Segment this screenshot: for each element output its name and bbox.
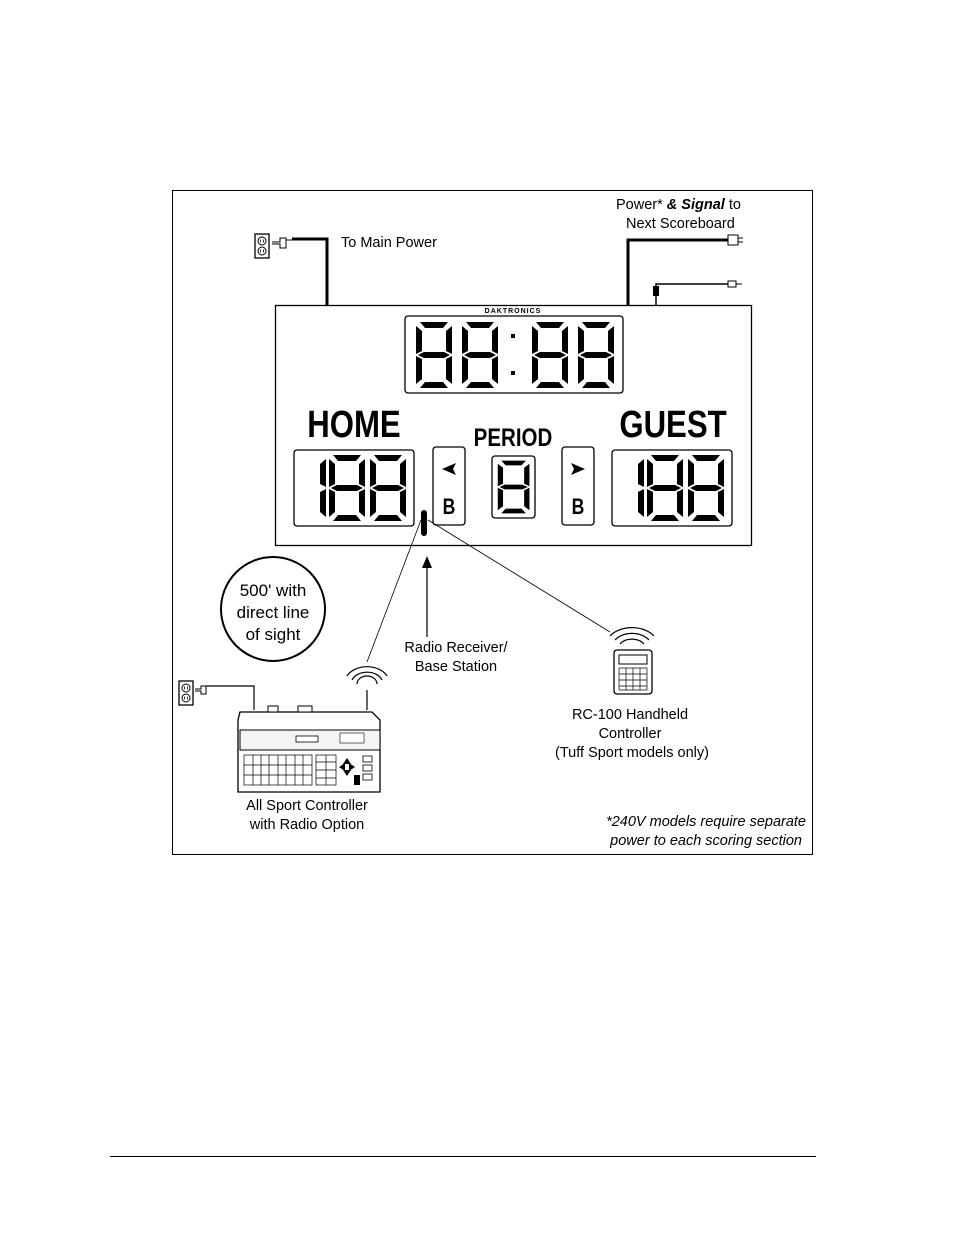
- controller-signal-icon: [346, 666, 388, 710]
- next-power-cord: [626, 238, 730, 305]
- home-score-display: [293, 449, 415, 527]
- period-label: PERIOD: [474, 423, 553, 451]
- controller-outlet-icon: [178, 680, 207, 706]
- handheld-label-line2: Controller: [599, 726, 662, 742]
- period-display: [491, 455, 536, 519]
- signal-cable: [655, 283, 730, 305]
- handheld-label-line1: RC-100 Handheld: [572, 707, 688, 723]
- range-line1: 500' with: [240, 581, 307, 600]
- guest-score-display: [611, 449, 733, 527]
- svg-text:B: B: [572, 495, 585, 519]
- radio-link-handheld: [427, 519, 611, 633]
- signal-connector-icon: [653, 280, 742, 296]
- guest-label: GUEST: [619, 404, 726, 446]
- clock-display: [404, 315, 624, 394]
- range-line2: direct line: [237, 603, 310, 622]
- next-power-plug-icon: [727, 234, 743, 246]
- receiver-antenna-icon: [421, 510, 427, 536]
- power-signal-label: Power* & Signal to: [616, 197, 741, 213]
- receiver-label-line2: Base Station: [415, 659, 497, 675]
- range-line3: of sight: [246, 625, 301, 644]
- voltage-note-line1: *240V models require separate: [606, 814, 806, 830]
- main-power-cord: [292, 237, 329, 305]
- controller-power-cord: [206, 685, 255, 710]
- handheld-signal-icon: [609, 627, 655, 645]
- main-power-label: To Main Power: [341, 235, 437, 251]
- svg-text:B: B: [443, 495, 456, 519]
- rc100-handheld-icon: [613, 649, 653, 695]
- controller-label-line1: All Sport Controller: [246, 798, 368, 814]
- brand-label: DAKTRONICS: [485, 308, 542, 315]
- voltage-note-line2: power to each scoring section: [609, 833, 802, 849]
- radio-link-controller: [366, 519, 422, 663]
- range-circle: [220, 556, 326, 662]
- handheld-label-line3: (Tuff Sport models only): [555, 745, 709, 761]
- receiver-label-line1: Radio Receiver/: [404, 640, 508, 656]
- home-bonus-indicator: B: [432, 446, 466, 526]
- guest-bonus-indicator: B: [561, 446, 595, 526]
- left-arrow-icon: [442, 463, 456, 475]
- main-power-outlet-icon: [254, 233, 292, 259]
- home-label: HOME: [307, 404, 400, 446]
- right-arrow-icon: [571, 463, 585, 475]
- up-arrow-icon: [422, 556, 432, 568]
- controller-label-line2: with Radio Option: [249, 817, 364, 833]
- footer-rule: [110, 1156, 816, 1157]
- all-sport-controller-icon: [237, 705, 381, 793]
- next-scoreboard-label: Next Scoreboard: [626, 216, 735, 232]
